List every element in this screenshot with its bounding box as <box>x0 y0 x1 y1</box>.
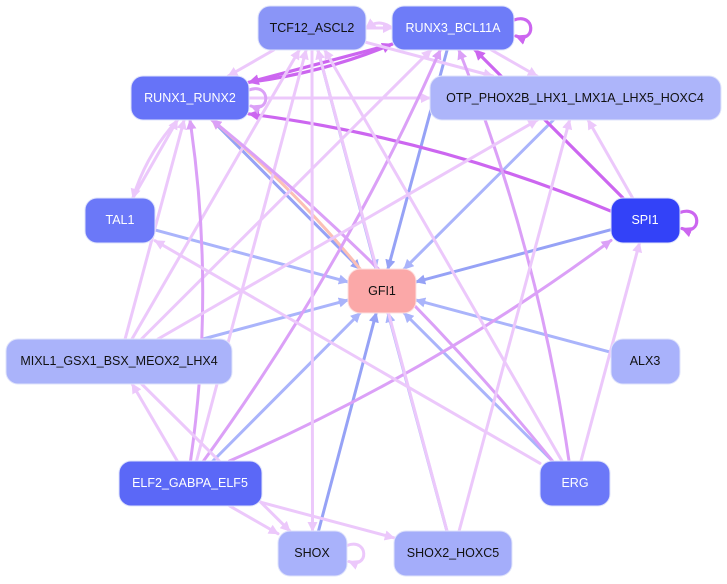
node-label: ERG <box>561 476 588 490</box>
node-label: SHOX2_HOXC5 <box>407 546 499 560</box>
edge-runx3_bcl11a-to-otp <box>490 48 539 78</box>
node-gfi1[interactable]: GFI1 <box>347 268 417 314</box>
edge-elf2-to-mixl1 <box>130 382 179 463</box>
node-box <box>277 530 348 577</box>
node-box <box>118 460 263 507</box>
node-box <box>393 530 513 577</box>
node-label: ALX3 <box>630 354 661 368</box>
node-shox2-hoxc5[interactable]: SHOX2_HOXC5 <box>393 530 513 577</box>
edge-erg-to-gfi1 <box>402 311 554 463</box>
node-box <box>257 5 367 51</box>
edge-runx1_runx2-to-runx1_runx2 <box>247 87 268 115</box>
node-label: MIXL1_GSX1_BSX_MEOX2_LHX4 <box>20 354 217 368</box>
edge-tal1-to-runx1_runx2 <box>131 118 179 200</box>
node-box <box>539 460 611 507</box>
node-label: OTP_PHOX2B_LHX1_LMX1A_LHX5_HOXC4 <box>446 91 704 105</box>
node-alx3[interactable]: ALX3 <box>610 338 681 385</box>
node-otp-phox2b[interactable]: OTP_PHOX2B_LHX1_LMX1A_LHX5_HOXC4 <box>429 75 722 121</box>
edge-elf2-to-gfi1 <box>211 311 362 463</box>
edge-spi1-to-runx1_runx2 <box>247 109 613 213</box>
edge-elf2-to-runx1_runx2 <box>186 118 205 463</box>
edge-elf2-to-runx3_bcl11a <box>202 48 442 463</box>
edge-tcf12_ascl2-to-runx1_runx2 <box>226 48 276 78</box>
node-tcf12-ascl2[interactable]: TCF12_ASCL2 <box>257 5 367 51</box>
edge-runx1_runx2-to-tal1 <box>130 118 179 200</box>
edge-erg-to-spi1 <box>579 241 643 463</box>
node-label: SHOX <box>294 546 330 560</box>
edge-otp-to-gfi1 <box>402 118 555 271</box>
node-erg[interactable]: ERG <box>539 460 611 507</box>
node-label: TAL1 <box>106 213 135 227</box>
edge-shox-to-gfi1 <box>317 311 379 533</box>
edge-shox2_hoxc5-to-otp <box>457 118 573 533</box>
edge-mixl1-to-shox <box>140 382 292 533</box>
node-shox[interactable]: SHOX <box>277 530 348 577</box>
node-runx3-bcl11a[interactable]: RUNX3_BCL11A <box>391 5 515 51</box>
node-label: SPI1 <box>631 213 658 227</box>
edge-spi1-to-runx3_bcl11a <box>473 48 625 200</box>
edge-mixl1-to-runx3_bcl11a <box>140 48 433 341</box>
node-box <box>610 197 681 244</box>
edge-shox-to-shox <box>345 542 366 570</box>
edge-elf2-to-tcf12_ascl2 <box>195 48 309 463</box>
edge-elf2-to-shox2_hoxc5 <box>260 501 396 541</box>
edge-mixl1-to-tcf12_ascl2 <box>130 48 301 341</box>
edge-runx3_bcl11a-to-tcf12_ascl2 <box>364 18 394 30</box>
node-box <box>5 338 233 385</box>
node-label: ELF2_GABPA_ELF5 <box>132 476 248 490</box>
node-label: TCF12_ASCL2 <box>270 21 355 35</box>
edge-erg-to-tcf12_ascl2 <box>323 48 564 463</box>
node-tal1[interactable]: TAL1 <box>84 197 156 244</box>
node-box <box>391 5 515 51</box>
node-label: GFI1 <box>368 284 396 298</box>
node-elf2-gabpa-elf5[interactable]: ELF2_GABPA_ELF5 <box>118 460 263 507</box>
edge-spi1-to-gfi1 <box>414 228 613 285</box>
edge-tcf12_ascl2-to-shox <box>307 48 318 533</box>
nodes-layer: TCF12_ASCL2 RUNX3_BCL11A RUNX1_RUNX2 OTP… <box>5 5 722 577</box>
node-spi1[interactable]: SPI1 <box>610 197 681 244</box>
node-box <box>84 197 156 244</box>
node-box <box>429 75 722 121</box>
edges-layer <box>123 17 699 570</box>
edge-mixl1-to-gfi1 <box>201 297 350 341</box>
node-runx1-runx2[interactable]: RUNX1_RUNX2 <box>130 75 250 121</box>
edge-spi1-to-spi1 <box>678 209 699 238</box>
node-box <box>610 338 681 385</box>
node-label: RUNX1_RUNX2 <box>144 91 236 105</box>
edge-mixl1-to-otp <box>156 118 539 341</box>
edge-erg-to-tal1 <box>153 239 542 465</box>
node-box <box>347 268 417 314</box>
node-label: RUNX3_BCL11A <box>406 21 502 35</box>
edge-elf2-to-spi1 <box>227 238 613 463</box>
node-mixl1-gsx1[interactable]: MIXL1_GSX1_BSX_MEOX2_LHX4 <box>5 338 233 385</box>
node-box <box>130 75 250 121</box>
edge-runx3_bcl11a-to-runx3_bcl11a <box>512 17 533 45</box>
edge-spi1-to-otp <box>586 118 635 200</box>
edge-elf2-to-shox <box>228 504 280 536</box>
